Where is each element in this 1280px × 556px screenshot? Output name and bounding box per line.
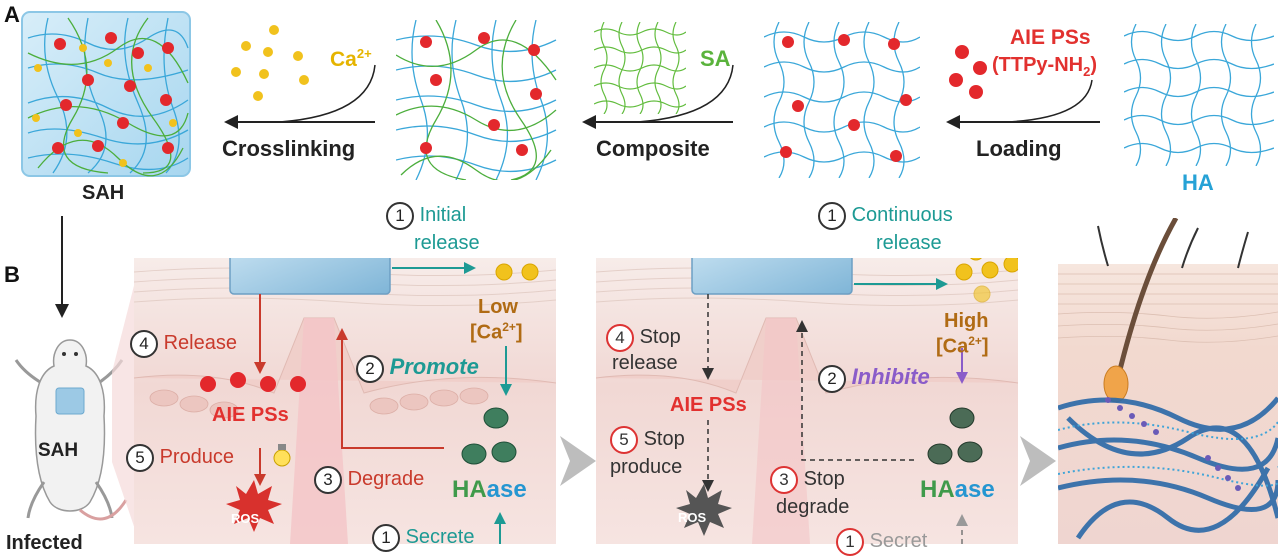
left-step5-label: 5 Produce	[126, 444, 234, 472]
chevron-right-icon-2	[1020, 436, 1056, 486]
right-step4-line2: release	[612, 352, 678, 374]
right-step3-line2: degrade	[776, 496, 850, 518]
loading-arrow	[946, 79, 1100, 129]
left-step3-label: 3 Degrade	[314, 466, 424, 494]
ha-label: HA	[1182, 170, 1214, 195]
right-secrete-label: 1 Secret	[836, 528, 927, 556]
left-low-label: Low	[478, 296, 518, 318]
left-step1-label: 1 Initial	[386, 202, 466, 230]
crosslinking-label: Crosslinking	[222, 136, 356, 161]
right-step2-label: 2 Inhibite	[818, 364, 930, 393]
right-step1-line2: release	[876, 232, 942, 254]
composite-arrow	[582, 64, 734, 129]
right-ros-label: ROS	[678, 510, 707, 525]
chevron-right-icon	[560, 436, 596, 486]
zoom-wedge	[112, 262, 140, 544]
sah-hydrogel-graphic	[21, 11, 191, 177]
aie-ps-dots	[949, 45, 987, 99]
left-ros-label: ROS	[231, 511, 260, 526]
left-secrete-label: 1 Secrete	[372, 524, 475, 552]
right-step1-label: 1 Continuous	[818, 202, 953, 230]
right-aie-label: AIE PSs	[670, 394, 747, 416]
left-step1-number: 1	[386, 202, 414, 230]
right-high-label: High	[944, 310, 989, 332]
composite-label: Composite	[596, 136, 710, 161]
right-step5-label: 5 Stop	[610, 426, 685, 454]
right-skin-scene	[596, 258, 1018, 544]
healed-skin-illustration	[1058, 218, 1278, 544]
right-ca-label: [Ca2+]	[936, 334, 989, 358]
right-step4-label: 4 Stop	[606, 324, 681, 352]
ha-mesh-graphic	[1124, 24, 1274, 166]
sah-label: SAH	[82, 182, 125, 204]
mouse-illustration	[14, 339, 128, 521]
left-skin-scene	[134, 258, 556, 544]
crosslinking-arrow	[224, 64, 376, 129]
left-haase-label: HAase	[452, 476, 527, 503]
right-step3-label: 3 Stop	[770, 466, 845, 494]
left-ca-label: [Ca2+]	[470, 320, 523, 344]
sa-mesh-graphic	[594, 22, 686, 114]
ttpy-label: (TTPy-NH2)	[992, 54, 1098, 79]
mouse-sah-label: SAH	[38, 440, 79, 461]
loaded-ha-network-graphic	[764, 22, 920, 178]
right-haase-label: HAase	[920, 476, 995, 503]
sah-to-mouse-arrow	[55, 216, 69, 318]
ca-ion-label: Ca2+	[330, 46, 372, 71]
left-aie-label: AIE PSs	[212, 404, 289, 426]
panel-a-letter: A	[4, 2, 20, 27]
loading-label: Loading	[976, 136, 1062, 161]
left-step2-label: 2 Promote	[356, 354, 479, 383]
left-step4-label: 4 Release	[130, 330, 237, 358]
composite-network-graphic	[396, 20, 557, 180]
aie-ps-label: AIE PSs	[1010, 26, 1091, 49]
panel-b-letter: B	[4, 262, 20, 287]
right-step5-line2: produce	[610, 456, 683, 478]
sa-label: SA	[700, 46, 731, 71]
left-step1-line2: release	[414, 232, 480, 254]
calcium-ion-dots	[231, 25, 309, 101]
